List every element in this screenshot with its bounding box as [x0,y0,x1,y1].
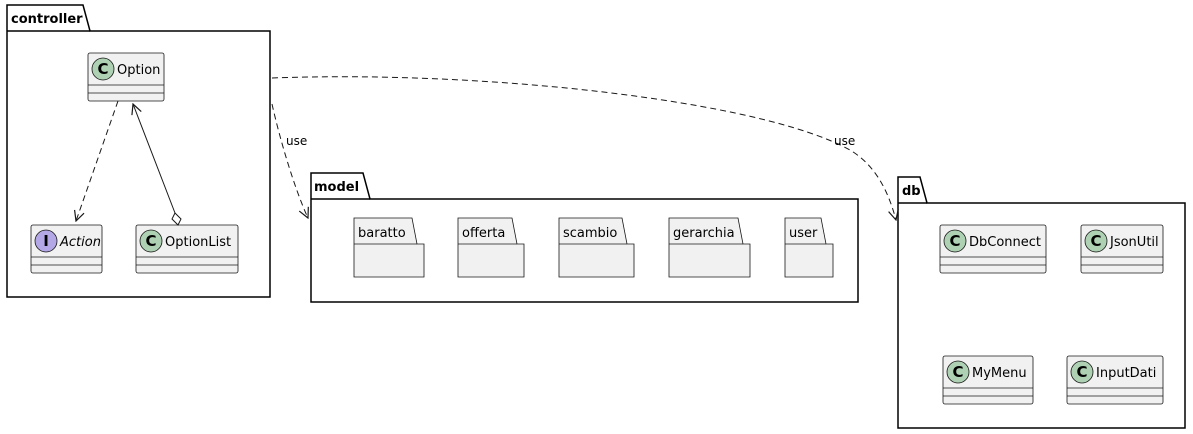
package-db[interactable]: db C DbConnect C JsonUtil C MyMenu [897,176,1186,429]
subpackage-name: gerarchia [673,226,735,241]
class-name: MyMenu [972,366,1027,381]
class-stereotype-icon [943,229,967,253]
package-title: db [902,184,921,199]
class-stereotype-icon [1084,229,1108,253]
class-stereotype-icon [139,229,163,253]
interface-stereotype-icon [34,229,58,253]
package-model[interactable]: model baratto offerta scambio gerarchia … [310,172,859,303]
package-controller[interactable]: controller C Option I Action C Option [6,4,271,298]
subpackage-name: baratto [358,226,406,241]
stereotype-letter: C [949,232,960,250]
class-stereotype-icon [91,57,115,81]
subpackage-scambio[interactable]: scambio [558,217,635,278]
class-stereotype-icon [1070,360,1094,384]
subpackage-gerarchia[interactable]: gerarchia [668,217,751,278]
class-option-list[interactable]: C OptionList [135,224,239,274]
edge-label: use [834,134,855,148]
aggregation-diamond [171,212,182,226]
stereotype-letter: C [97,60,108,78]
edge-option-to-action [76,100,119,221]
class-json-util[interactable]: C JsonUtil [1080,224,1164,274]
class-name: OptionList [165,235,231,250]
class-db-connect[interactable]: C DbConnect [939,224,1047,274]
edge-optionlist-to-option [133,104,176,214]
interface-action[interactable]: I Action [30,224,103,274]
subpackage-name: user [789,226,818,241]
class-stereotype-icon [946,360,970,384]
stereotype-letter: C [1090,232,1101,250]
subpackage-user[interactable]: user [784,217,834,278]
package-title: controller [11,12,83,27]
stereotype-letter: C [145,232,156,250]
package-title: model [314,180,359,195]
edge-label: use [286,134,307,148]
class-name: JsonUtil [1109,235,1159,250]
subpackage-baratto[interactable]: baratto [353,217,425,278]
edge-controller-to-model: use [271,103,308,218]
class-name: DbConnect [969,235,1041,250]
class-name: Option [117,63,160,78]
class-my-menu[interactable]: C MyMenu [942,355,1034,405]
class-option[interactable]: C Option [87,52,165,102]
class-name: InputDati [1096,366,1156,381]
stereotype-letter: I [43,232,49,250]
subpackage-name: offerta [462,226,505,241]
edge-controller-to-db: use [271,76,896,220]
stereotype-letter: C [952,363,963,381]
subpackage-offerta[interactable]: offerta [457,217,525,278]
class-input-dati[interactable]: C InputDati [1066,355,1164,405]
stereotype-letter: C [1076,363,1087,381]
class-name: Action [59,235,101,250]
subpackage-name: scambio [563,226,617,241]
